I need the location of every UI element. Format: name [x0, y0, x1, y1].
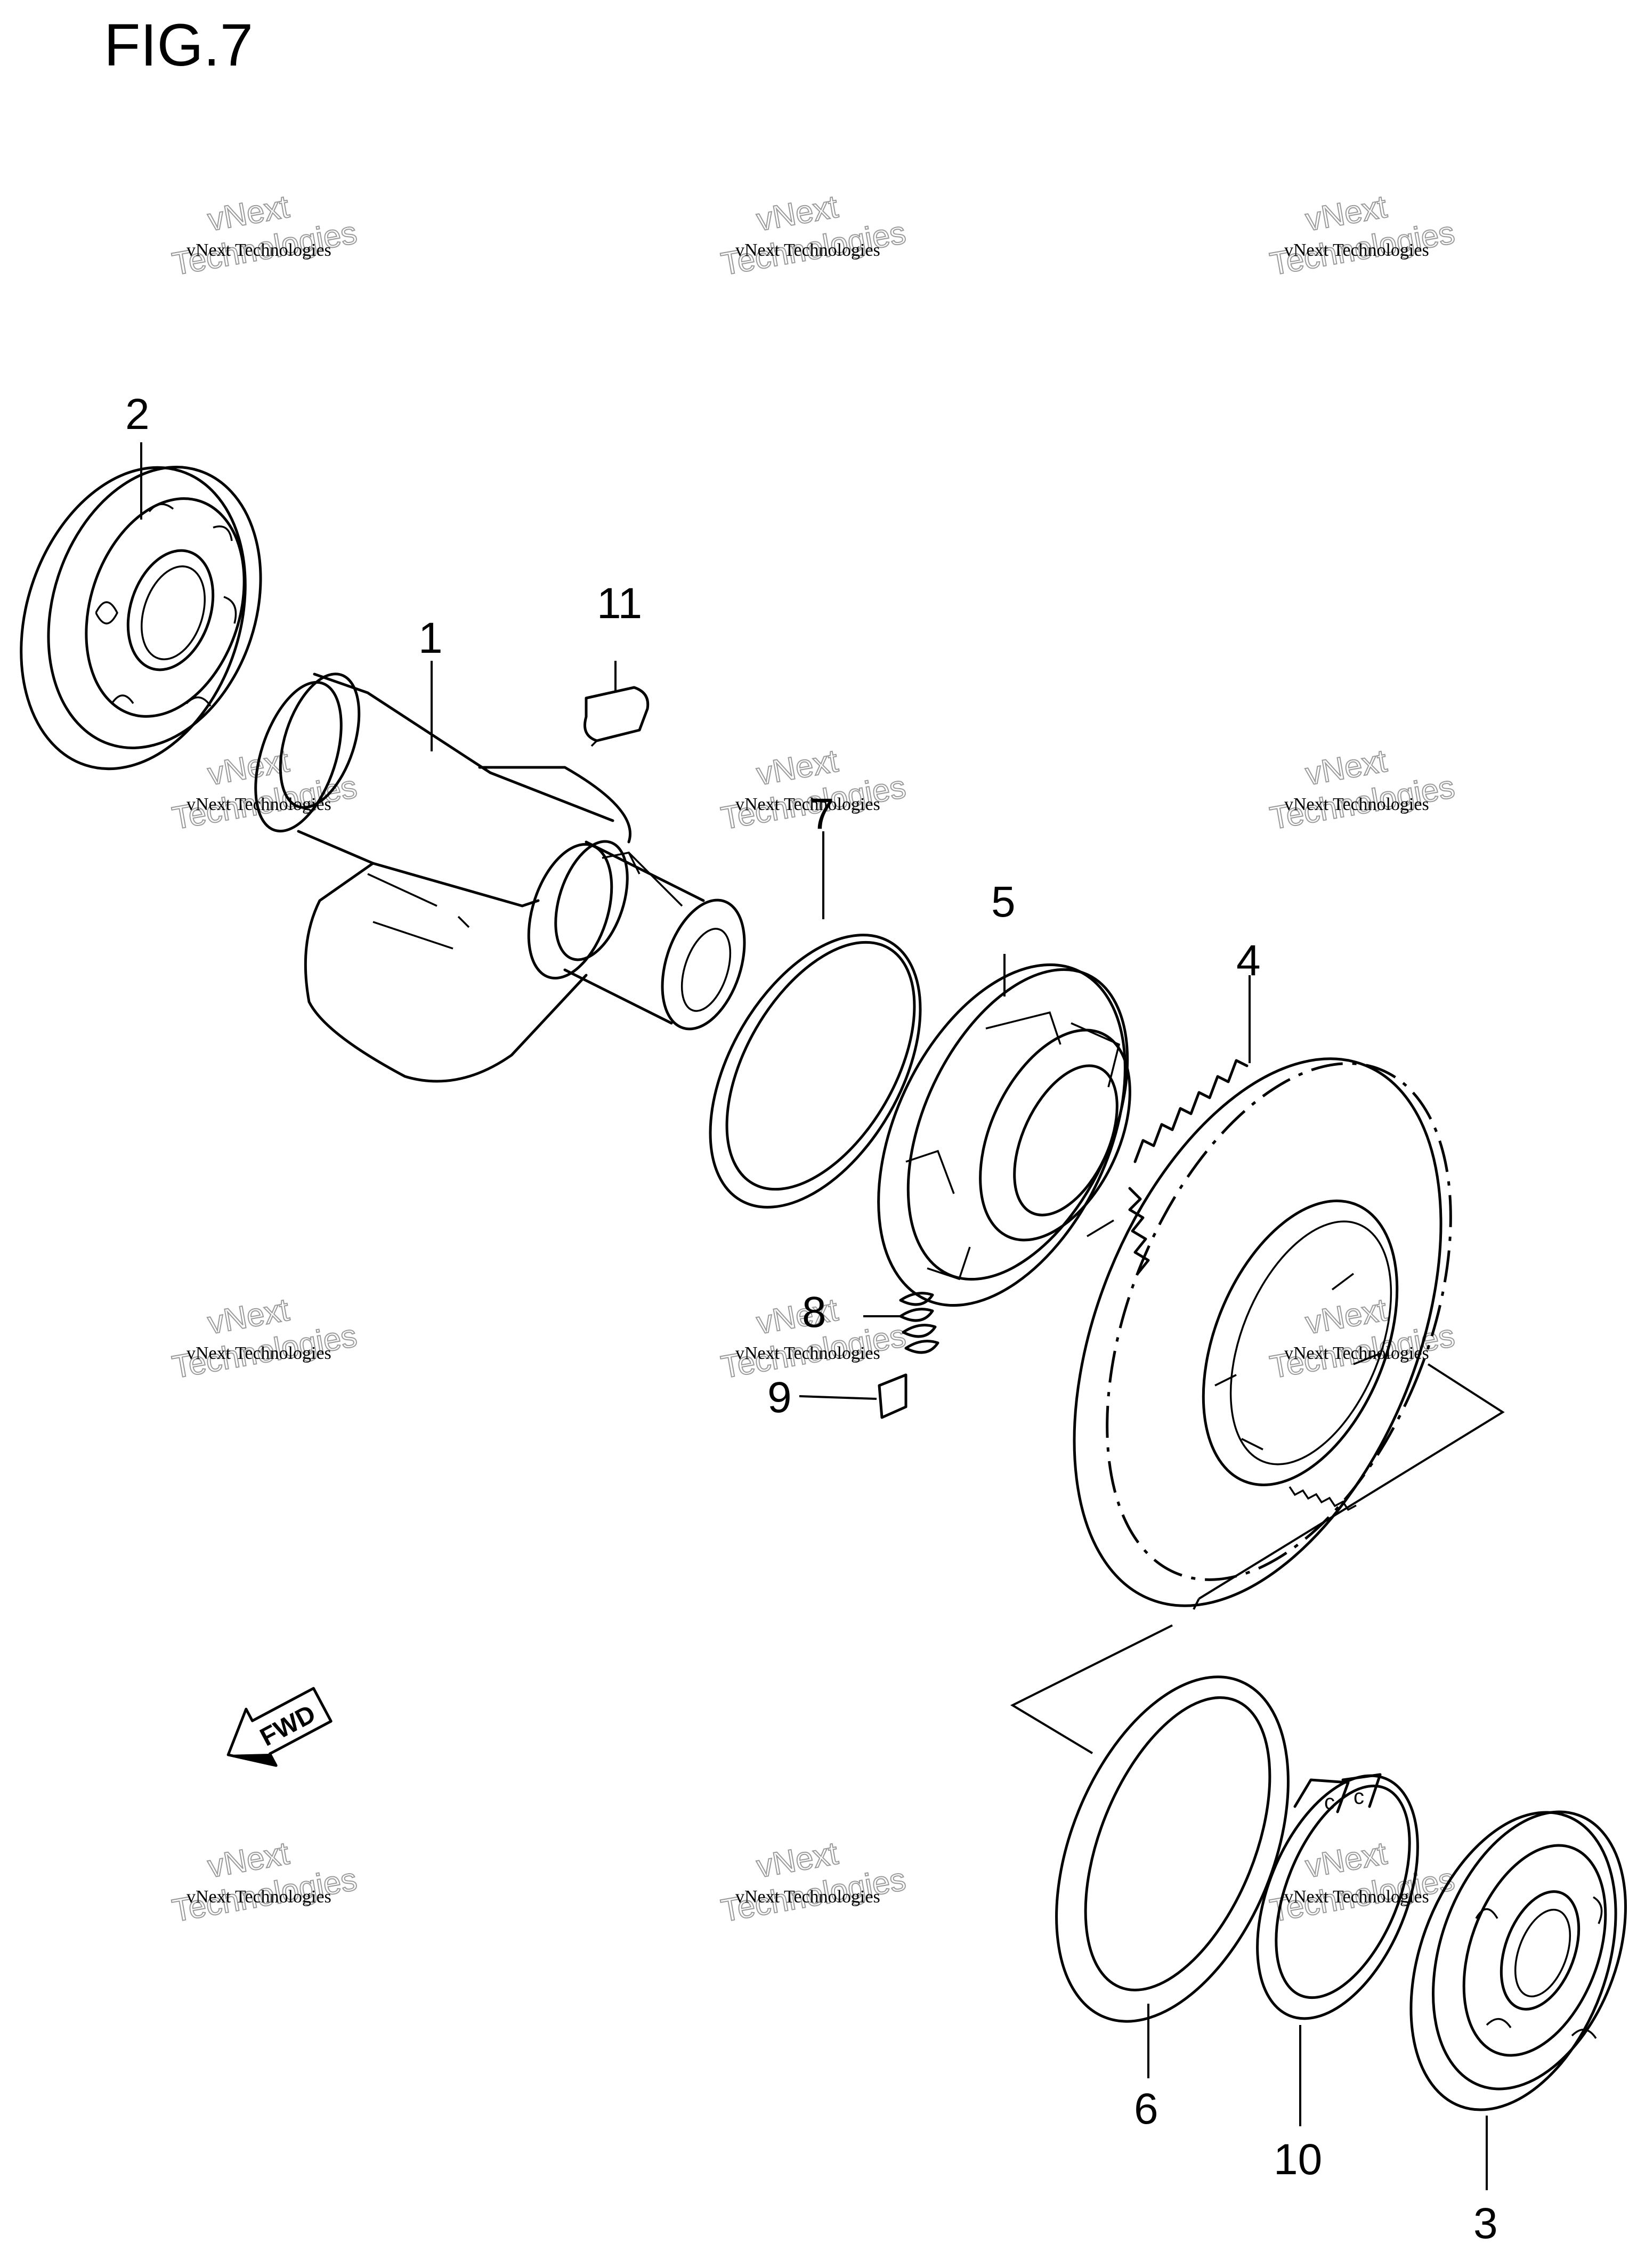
watermark-small: vNext Technologies: [187, 1343, 331, 1363]
callout-leaders: [140, 442, 1488, 2190]
callout-4: 4: [1236, 936, 1261, 985]
watermark-small: vNext Technologies: [1284, 1343, 1429, 1363]
part-5-damper-hub: [877, 963, 1131, 1307]
part-11-key: [584, 686, 650, 747]
callout-10: 10: [1274, 2135, 1322, 2184]
callouts: 2 1 11 7 5 4 8 9 6 10 3: [125, 390, 1498, 2248]
part-1-balancer-shaft: [254, 673, 746, 1083]
svg-text:c: c: [1324, 1791, 1335, 1814]
part-9-pin: [878, 1373, 907, 1419]
callout-6: 6: [1134, 2085, 1158, 2133]
part-4-gear: [1073, 1057, 1452, 1607]
part-8-spring: [899, 1292, 939, 1354]
figure-title: FIG.7: [104, 12, 254, 78]
callout-7: 7: [810, 790, 834, 838]
part-7-ring: [709, 934, 922, 1209]
watermark-small: vNext Technologies: [187, 240, 331, 260]
watermark-small: vNext Technologies: [187, 1887, 331, 1907]
fwd-direction-arrow: FWD: [226, 1687, 333, 1767]
callout-8: 8: [802, 1288, 826, 1337]
watermark-small: vNext Technologies: [1284, 240, 1429, 260]
watermark-small: vNext Technologies: [1284, 795, 1429, 814]
watermark-small: vNext Technologies: [1284, 1887, 1429, 1907]
callout-3: 3: [1473, 2199, 1498, 2248]
svg-text:c: c: [1354, 1785, 1364, 1809]
assembly-bracket-lines: [1010, 1363, 1505, 1754]
callout-9: 9: [767, 1373, 792, 1422]
part-6-washer: [1055, 1675, 1290, 2023]
part-2-bearing: [20, 466, 262, 771]
watermark-small: vNext Technologies: [735, 1887, 880, 1907]
callout-1: 1: [418, 614, 443, 662]
watermark-small: vNext Technologies: [735, 1343, 880, 1363]
part-3-bearing: [1409, 1810, 1627, 2111]
callout-2: 2: [125, 390, 150, 439]
callout-5: 5: [991, 878, 1016, 926]
callout-11: 11: [597, 579, 642, 628]
watermark-small: vNext Technologies: [735, 795, 880, 814]
watermark-small: vNext Technologies: [735, 240, 880, 260]
part-10-circlip: c c: [1256, 1773, 1419, 2020]
